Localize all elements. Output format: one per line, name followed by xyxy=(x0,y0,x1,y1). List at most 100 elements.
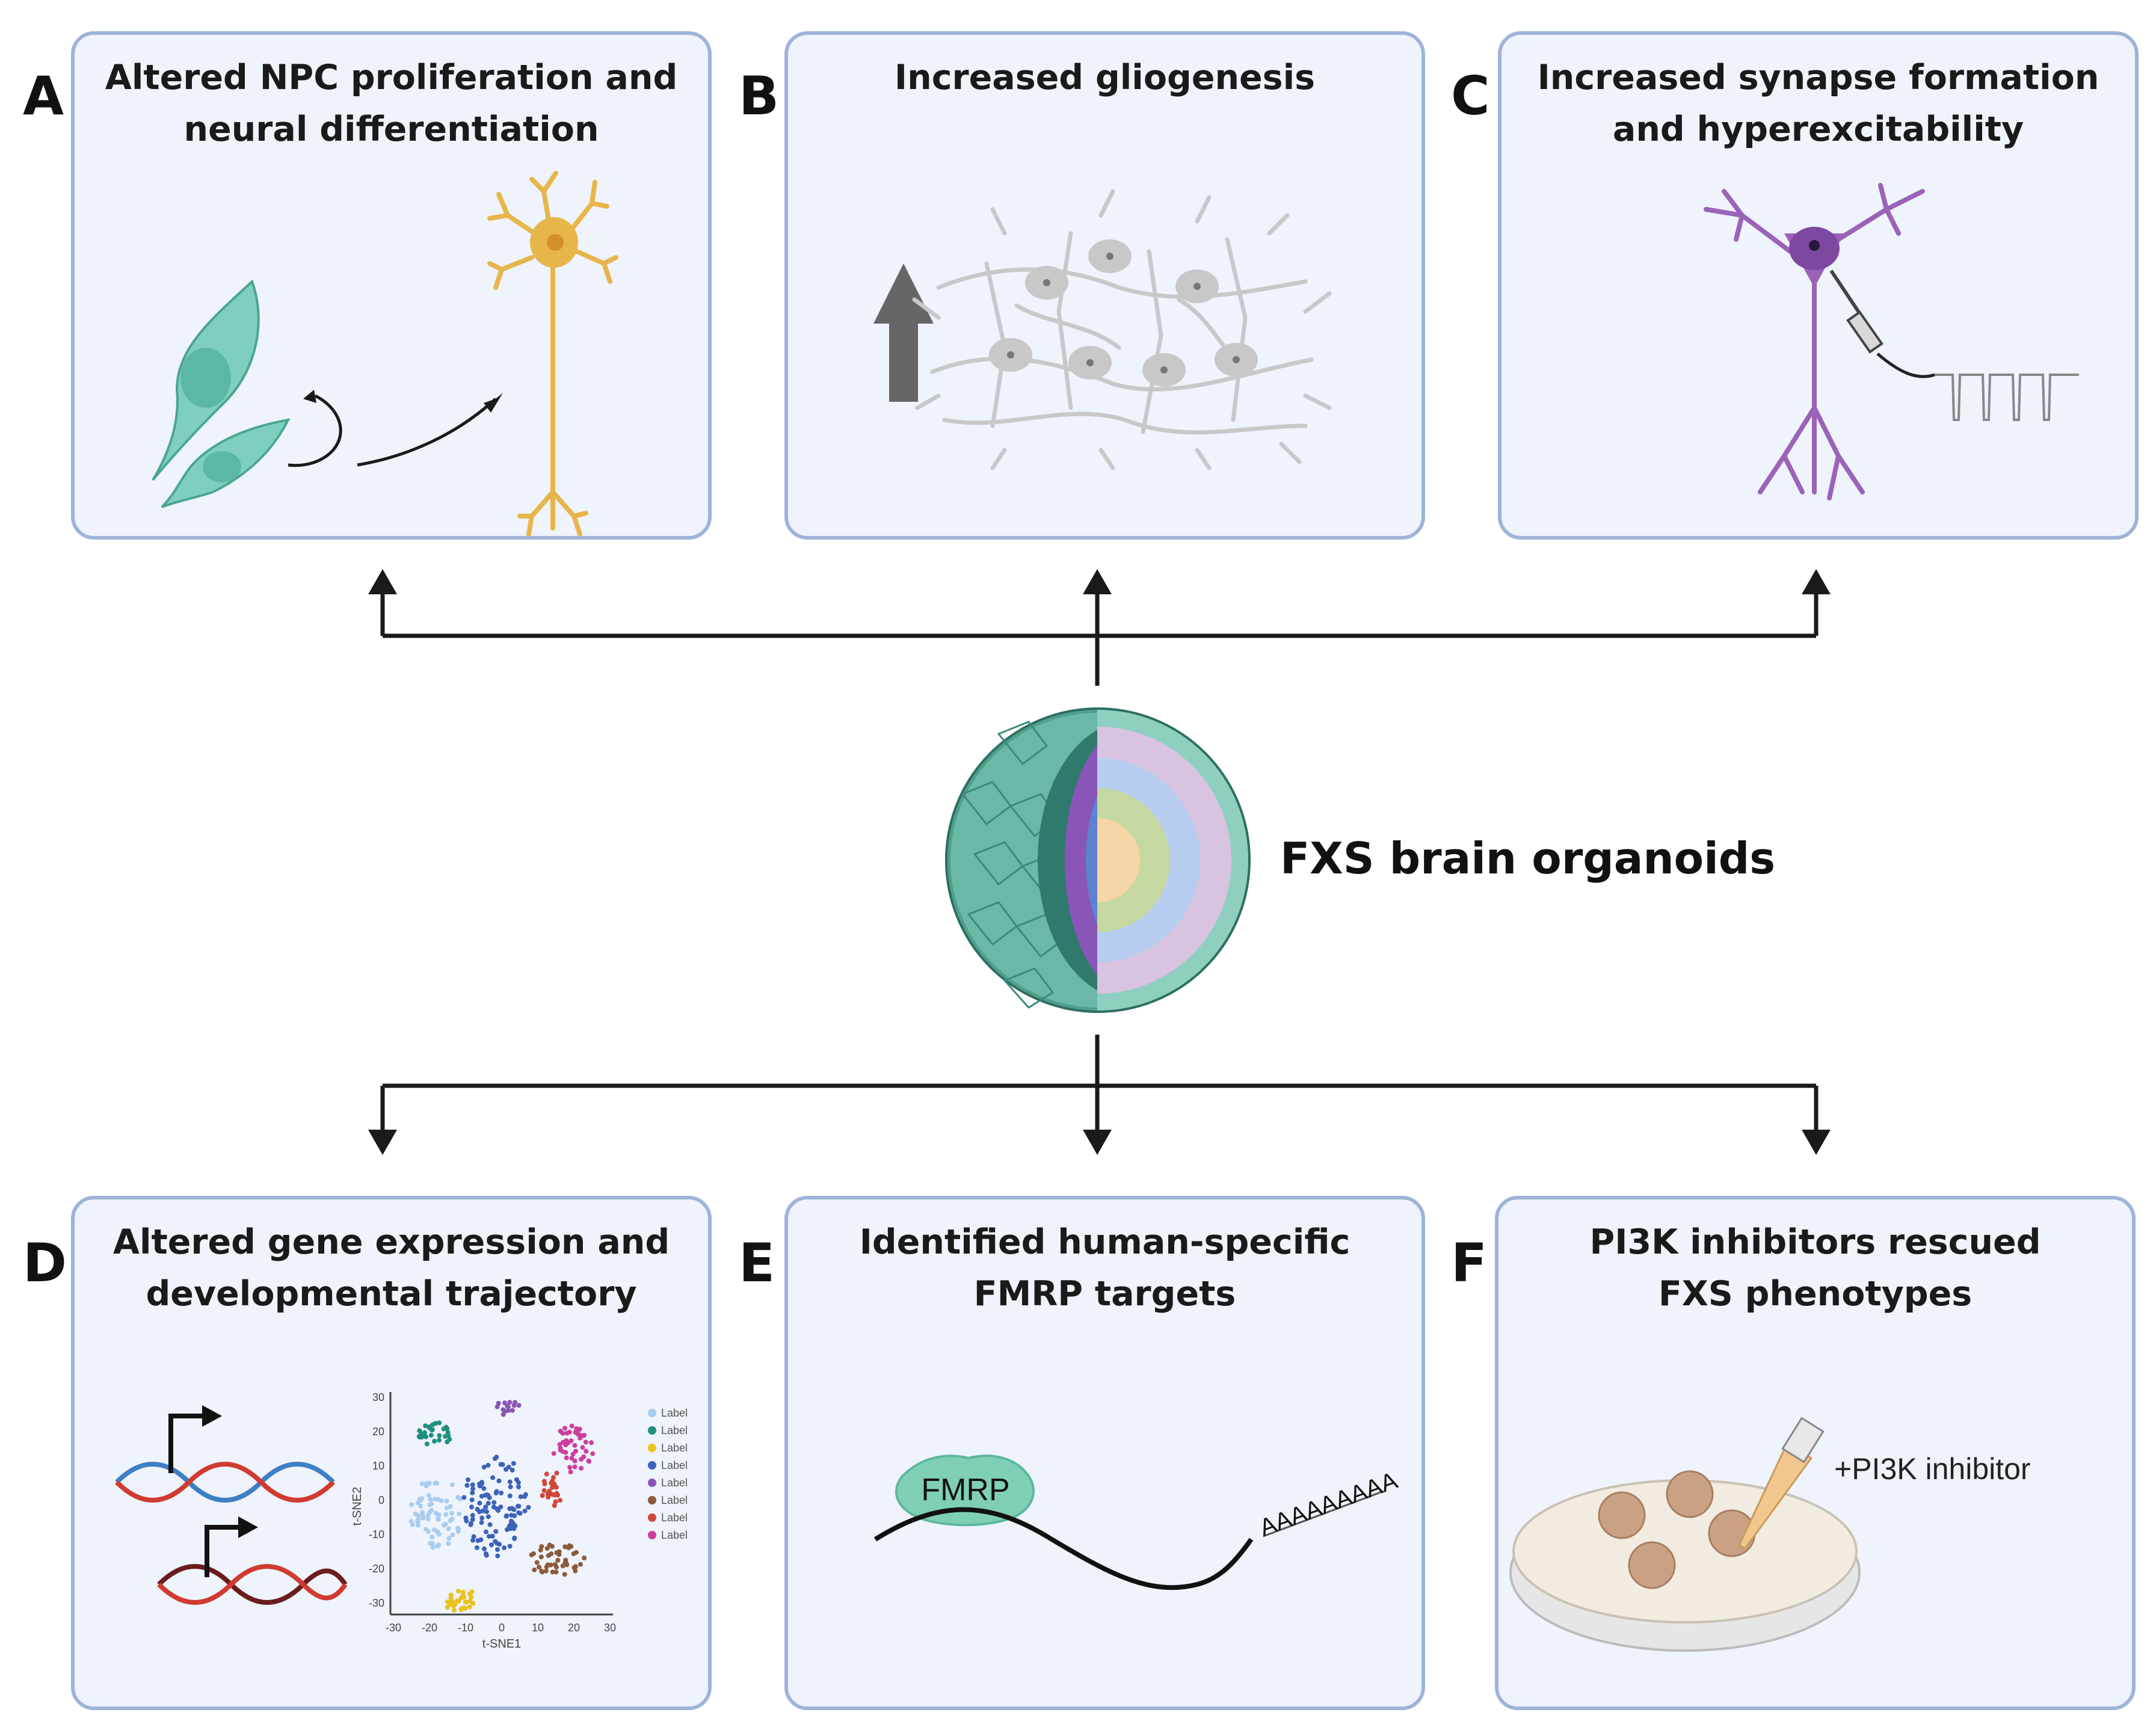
tsne-legend-label: Label xyxy=(661,1512,688,1524)
tsne-point xyxy=(482,1546,487,1551)
tsne-point xyxy=(578,1562,584,1567)
tsne-point xyxy=(417,1428,422,1433)
tsne-point xyxy=(573,1430,578,1435)
fmrp-target-illustration: FMRP AAAAAAAAA xyxy=(873,1454,1401,1590)
tsne-legend-swatch xyxy=(648,1496,656,1504)
tsne-point xyxy=(547,1488,552,1494)
tsne-point xyxy=(572,1458,578,1464)
tsne-point xyxy=(489,1542,494,1548)
tsne-point xyxy=(430,1534,435,1540)
tsne-point xyxy=(432,1438,437,1444)
tsne-point xyxy=(507,1479,513,1485)
tsne-point xyxy=(443,1424,449,1430)
tsne-point xyxy=(471,1534,476,1539)
tsne-legend-label: Label xyxy=(661,1424,688,1436)
tsne-point xyxy=(551,1451,556,1456)
tsne-point xyxy=(445,1439,450,1445)
tsne-xtick: 0 xyxy=(499,1622,505,1634)
tsne-point xyxy=(425,1516,431,1522)
tsne-point xyxy=(513,1523,518,1528)
tsne-point xyxy=(463,1605,468,1611)
tsne-point xyxy=(448,1595,454,1601)
tsne-point xyxy=(498,1462,504,1467)
tsne-point xyxy=(568,1544,574,1549)
tsne-point xyxy=(469,1497,475,1503)
tsne-point xyxy=(507,1544,513,1549)
tsne-point xyxy=(422,1431,427,1436)
fmrp-protein-label: FMRP xyxy=(921,1473,1009,1507)
tsne-point xyxy=(572,1442,578,1448)
tsne-point xyxy=(448,1504,453,1509)
tsne-point xyxy=(464,1599,469,1605)
tsne-point xyxy=(427,1480,432,1486)
tsne-legend-label: Label xyxy=(661,1442,688,1454)
tsne-point xyxy=(415,1522,420,1528)
tsne-legend-label: Label xyxy=(661,1407,688,1419)
tsne-point xyxy=(569,1423,574,1429)
tsne-point xyxy=(430,1427,435,1432)
tsne-point xyxy=(508,1484,513,1489)
tsne-point xyxy=(568,1470,573,1475)
tsne-point xyxy=(541,1479,547,1484)
tsne-point xyxy=(511,1461,516,1466)
pi3k-rescue-illustration: +PI3K inhibitor xyxy=(1509,1417,2031,1652)
tsne-point xyxy=(504,1513,510,1518)
tsne-point xyxy=(555,1557,561,1563)
tsne-point xyxy=(510,1408,515,1413)
tsne-point xyxy=(531,1551,536,1556)
tsne-xtick: -20 xyxy=(422,1622,437,1634)
panel-a: Altered NPC proliferation and neural dif… xyxy=(71,31,712,540)
tsne-point xyxy=(426,1492,431,1498)
tsne-point xyxy=(552,1482,557,1487)
organoid-label: FXS brain organoids xyxy=(1280,833,1776,884)
tsne-point xyxy=(470,1490,475,1495)
tsne-point xyxy=(495,1553,500,1559)
tsne-point xyxy=(548,1562,553,1568)
tsne-point xyxy=(481,1465,487,1470)
tsne-point xyxy=(469,1589,475,1595)
tsne-ytick: -30 xyxy=(369,1597,384,1609)
tsne-point xyxy=(436,1497,441,1502)
tsne-point xyxy=(552,1503,557,1508)
tsne-point xyxy=(569,1456,574,1461)
tsne-ytick: -10 xyxy=(369,1528,384,1541)
tsne-point xyxy=(587,1459,592,1464)
arrow-up-icon xyxy=(1083,569,1112,594)
tsne-point xyxy=(590,1451,596,1456)
tsne-point xyxy=(416,1517,421,1522)
astrocyte-network-icon xyxy=(912,189,1332,470)
tsne-legend-swatch xyxy=(648,1513,656,1522)
panel-letter-f: F xyxy=(1451,1232,1488,1294)
tsne-ylabel: t-SNE2 xyxy=(351,1487,364,1525)
tsne-points xyxy=(408,1400,596,1613)
tsne-point xyxy=(485,1501,491,1506)
tsne-point xyxy=(430,1541,435,1547)
tsne-point xyxy=(496,1508,501,1513)
tsne-point xyxy=(503,1467,508,1472)
tsne-point xyxy=(539,1568,544,1574)
tsne-point xyxy=(494,1547,500,1553)
polya-tail-label: AAAAAAAAA xyxy=(1256,1467,1401,1542)
tsne-legend-label: Label xyxy=(661,1459,688,1471)
tsne-point xyxy=(428,1497,433,1502)
tsne-point xyxy=(558,1498,563,1503)
panel-d-title: Altered gene expression and developmenta… xyxy=(112,1222,670,1314)
tsne-point xyxy=(553,1492,558,1498)
panel-letter-e: E xyxy=(739,1232,775,1294)
panel-e: Identified human-specific FMRP targets F… xyxy=(784,1196,1425,1710)
tsne-point xyxy=(564,1455,569,1461)
tsne-legend-swatch xyxy=(648,1409,656,1417)
tsne-point xyxy=(470,1601,476,1606)
tsne-ytick: 20 xyxy=(372,1426,384,1438)
tsne-xtick: -30 xyxy=(386,1622,401,1634)
panel-letter-d: D xyxy=(23,1232,67,1294)
tsne-point xyxy=(425,1529,431,1534)
differentiation-arrow-icon xyxy=(288,394,497,467)
tsne-point xyxy=(436,1542,442,1548)
tsne-point xyxy=(474,1545,479,1550)
panel-a-title: Altered NPC proliferation and neural dif… xyxy=(105,58,678,149)
panel-f-title: PI3K inhibitors rescued FXS phenotypes xyxy=(1589,1222,2041,1314)
tsne-point xyxy=(564,1430,570,1436)
tsne-point xyxy=(470,1537,476,1543)
tsne-point xyxy=(491,1500,497,1505)
